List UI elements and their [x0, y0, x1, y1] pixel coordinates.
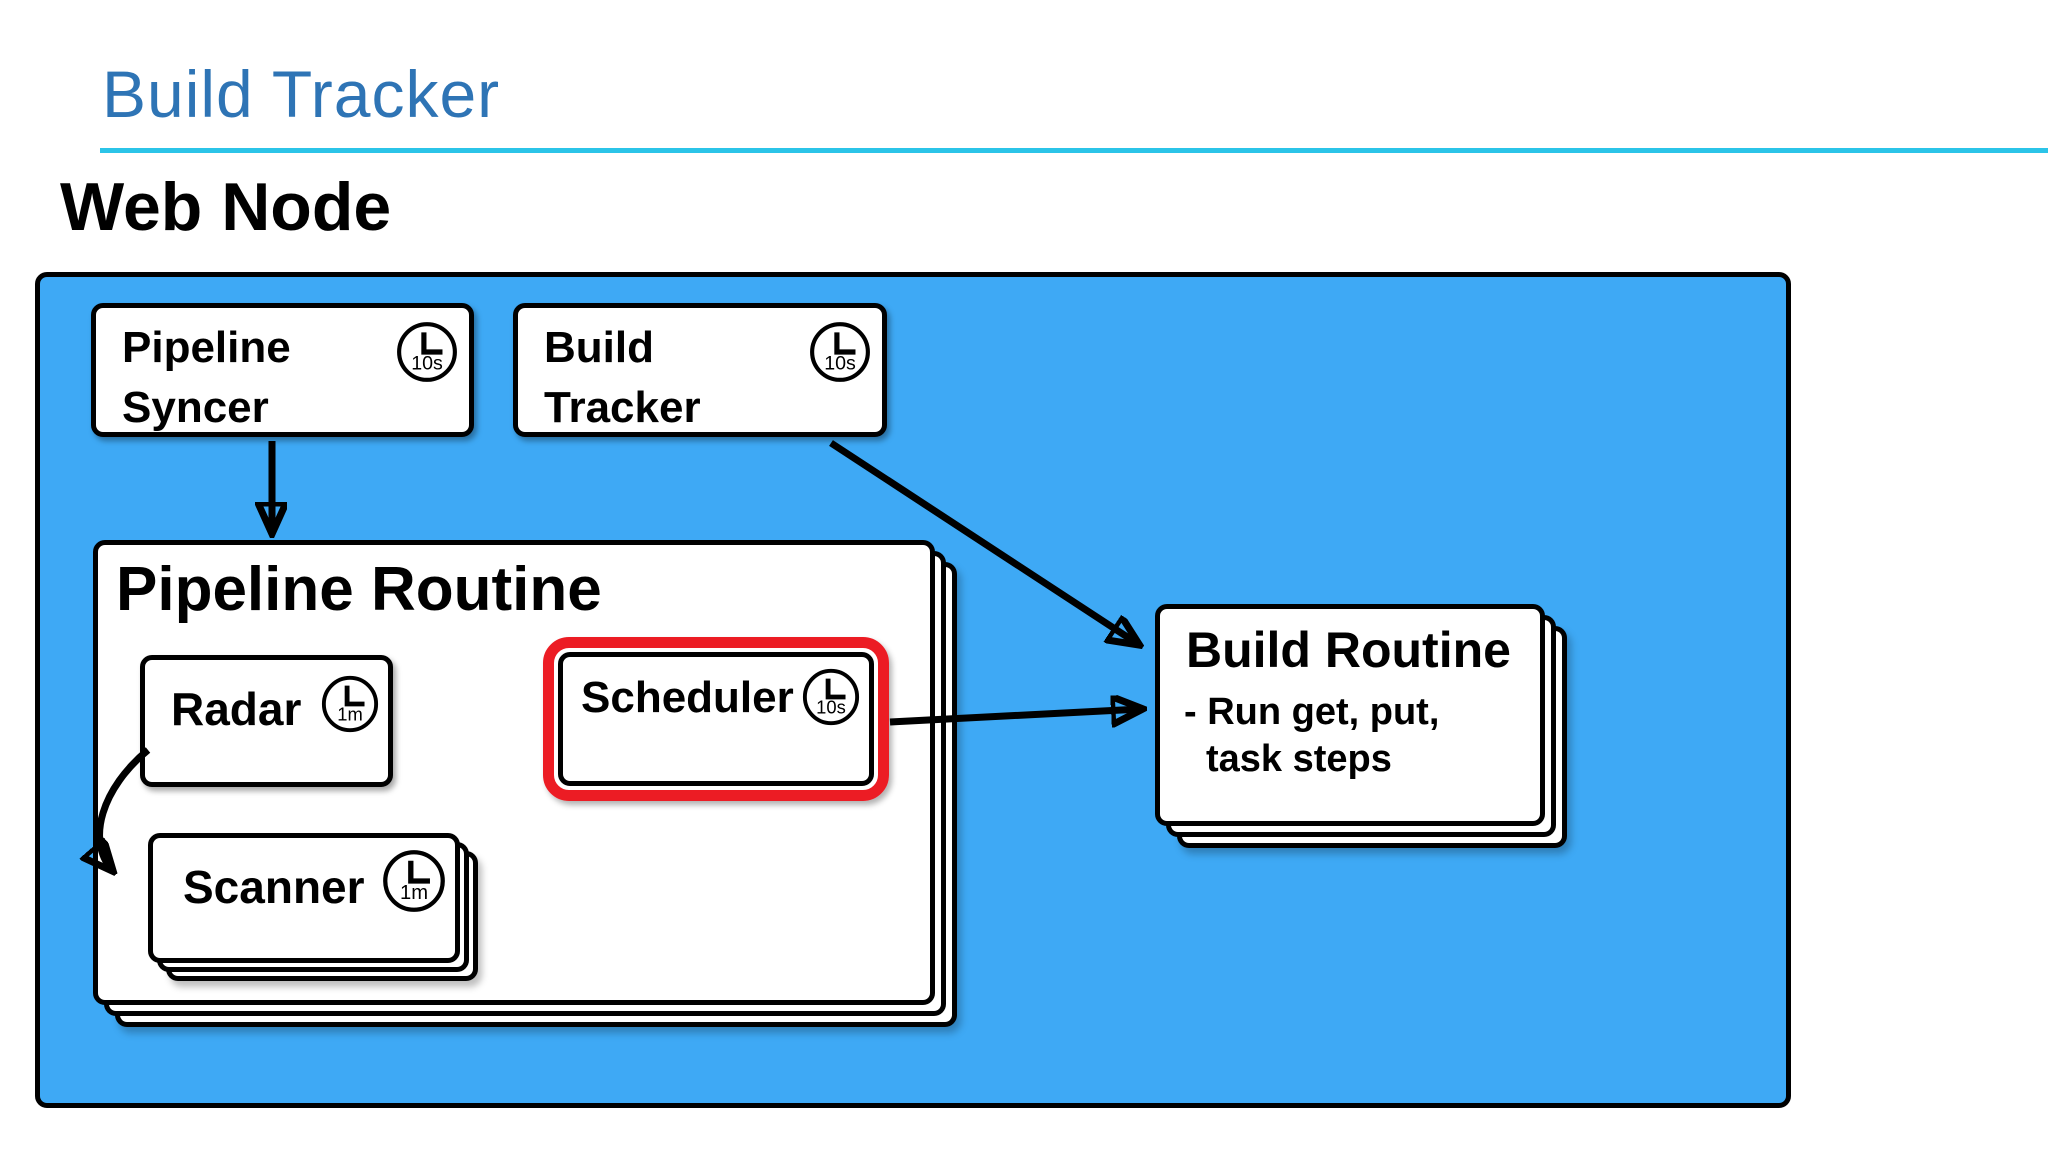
node-scheduler: Scheduler 10s — [558, 652, 874, 786]
node-radar: Radar 1m — [140, 655, 393, 787]
clock-interval-icon: 10s — [397, 322, 457, 382]
clock-interval-icon: 1m — [321, 675, 379, 733]
clock-interval-icon: 10s — [810, 322, 870, 382]
build-routine-title: Build Routine — [1186, 622, 1511, 678]
svg-text:1m: 1m — [337, 703, 363, 724]
build-routine-steps: - Run get, put, task steps — [1184, 691, 1440, 780]
section-heading: Web Node — [60, 169, 392, 245]
pipeline-routine-title: Pipeline Routine — [116, 555, 602, 624]
svg-text:10s: 10s — [411, 353, 443, 375]
node-build-tracker: Build Tracker 10s — [513, 303, 887, 437]
node-label: Scanner — [183, 861, 365, 913]
svg-text:10s: 10s — [816, 696, 846, 717]
svg-text:10s: 10s — [824, 353, 856, 375]
svg-text:1m: 1m — [400, 882, 428, 904]
clock-interval-icon: 1m — [383, 850, 445, 912]
node-pipeline-syncer: Pipeline Syncer 10s — [91, 303, 474, 437]
node-label: Pipeline Syncer — [122, 323, 291, 432]
node-label: Scheduler — [581, 673, 794, 722]
node-label: Radar — [171, 683, 302, 735]
node-build-routine: Build Routine - Run get, put, task steps — [1155, 604, 1545, 826]
node-scanner: Scanner 1m — [148, 833, 460, 963]
scheduler-highlight-outline: Scheduler 10s — [543, 637, 889, 801]
title-underline-divider — [100, 148, 2048, 153]
node-label: Build Tracker — [544, 323, 701, 432]
clock-interval-icon: 10s — [802, 668, 860, 726]
page-title: Build Tracker — [102, 57, 501, 131]
